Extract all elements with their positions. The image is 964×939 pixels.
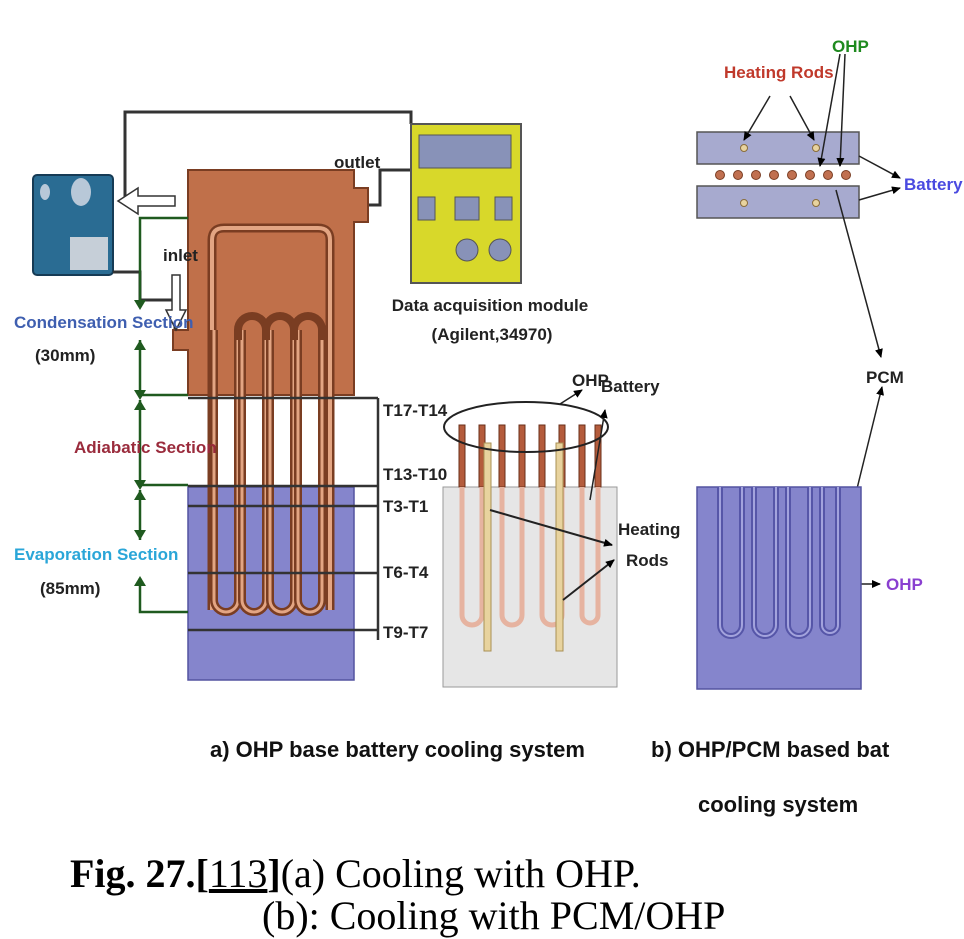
figure-caption-line2: (b): Cooling with PCM/OHP	[262, 892, 725, 939]
caption-a: a) OHP base battery cooling system	[210, 737, 585, 762]
daq-model: (Agilent,34970)	[432, 325, 553, 344]
ohp-dot	[805, 170, 815, 180]
ohp-u-bend-highlight	[268, 330, 296, 614]
heating-rods-label-a2: Rods	[626, 551, 669, 570]
return-flow-arrow	[116, 186, 176, 216]
ref-close: ]	[267, 851, 281, 896]
ohp-dot	[715, 170, 725, 180]
figure-canvas: outlet inlet Data acquisition module (Ag…	[14, 37, 963, 938]
caption-line2-text: (b): Cooling with PCM/OHP	[262, 893, 726, 938]
pcm-ohp-tube-highlight	[719, 487, 743, 637]
ohp-label-b-right: OHP	[886, 575, 923, 594]
thermocouple-lines	[188, 396, 380, 640]
pcm-label: PCM	[866, 368, 904, 387]
water-bath-knob-large	[71, 178, 91, 206]
ohp-tube-top	[518, 424, 526, 488]
ohp-dot	[733, 170, 743, 180]
pcm-ohp-tube-highlight	[787, 487, 811, 637]
ohp-u-bend-highlight	[240, 330, 268, 614]
ohp-tube-top	[498, 424, 506, 488]
battery-label-b: Battery	[904, 175, 963, 194]
condensation-title: Condensation Section	[14, 313, 193, 332]
ohp-pointer-a	[559, 389, 583, 405]
signal-wire	[123, 110, 413, 200]
heating-rod-2	[555, 442, 564, 652]
section-arrowheads	[134, 300, 146, 586]
outlet-label: outlet	[334, 153, 381, 172]
pcm-ohp-tube-highlight	[821, 487, 839, 634]
ohp-u-bend-highlight	[296, 330, 324, 614]
battery-plate-top	[696, 131, 860, 165]
battery-label-a: Battery	[601, 377, 660, 396]
daq-button-1[interactable]	[417, 196, 436, 221]
ohp-dot	[751, 170, 761, 180]
ohp-tube-top	[458, 424, 466, 488]
ref-open: [	[195, 851, 209, 896]
heating-rods-label-a1: Heating	[618, 520, 680, 539]
ohp-ring	[443, 401, 609, 453]
heating-rod-1	[483, 442, 492, 652]
thermocouple-label-4: T6-T4	[383, 563, 429, 582]
pcm-ohp-tube-highlight	[753, 487, 777, 637]
daq-title: Data acquisition module	[392, 296, 588, 315]
thermocouple-label-3: T3-T1	[383, 497, 428, 516]
ohp-dot-row	[715, 170, 851, 180]
ohp-dot	[841, 170, 851, 180]
evaporation-length: (85mm)	[40, 579, 100, 598]
daq-screen	[418, 134, 512, 169]
ohp-tubes-a	[207, 223, 335, 616]
daq-button-2[interactable]	[454, 196, 480, 221]
water-bath-display	[70, 237, 108, 270]
thermocouple-label-5: T9-T7	[383, 623, 428, 642]
ohp-dot	[769, 170, 779, 180]
ohp-tube-top	[538, 424, 546, 488]
heating-pointer-1	[489, 509, 613, 547]
ohp-label-b-top: OHP	[832, 37, 869, 56]
heating-rods-label-b: Heating Rods	[724, 63, 834, 82]
figure-label: Fig. 27.	[70, 851, 196, 896]
battery-block-a	[442, 486, 618, 688]
ohp-label-a: OHP	[572, 371, 609, 390]
adiabatic-title: Adiabatic Section	[74, 438, 217, 457]
caption-b-line2: cooling system	[698, 792, 858, 817]
thermocouple-label-2: T13-T10	[383, 465, 447, 484]
caption-b-line1: b) OHP/PCM based bat	[651, 737, 890, 762]
ohp-u-bend-highlight	[212, 330, 240, 614]
battery-plate-bottom	[696, 185, 860, 219]
ohp-outer-tube-highlight	[210, 226, 332, 610]
pointers-b	[743, 53, 901, 588]
daq-knob-1[interactable]	[455, 238, 479, 262]
evaporation-title: Evaporation Section	[14, 545, 178, 564]
reference-link[interactable]: 113	[208, 851, 268, 896]
daq-button-3[interactable]	[494, 196, 513, 221]
inlet-arrow	[164, 274, 188, 332]
outlet-wire	[368, 168, 411, 207]
ohp-tube-submerged	[499, 487, 525, 628]
ohp-dot	[823, 170, 833, 180]
ohp-tube-top	[578, 424, 586, 488]
caption-line1-text: (a) Cooling with OHP.	[280, 851, 641, 896]
ohp-diagram: outlet inlet Data acquisition module (Ag…	[14, 37, 963, 817]
ohp-tube-submerged	[579, 487, 601, 626]
heating-pointer-2	[562, 559, 615, 601]
daq-knob-2[interactable]	[488, 238, 512, 262]
water-bath-knob-small	[40, 184, 50, 200]
condensation-length: (30mm)	[35, 346, 95, 365]
inlet-label: inlet	[163, 246, 198, 265]
ohp-tubes-b	[717, 487, 841, 639]
battery-pointer-a	[589, 409, 608, 501]
figure-caption-line1: Fig. 27.[113](a) Cooling with OHP.	[70, 850, 641, 897]
thermocouple-label-1: T17-T14	[383, 401, 448, 420]
heating-rod-dots	[740, 144, 820, 207]
ohp-top-bend	[290, 312, 326, 340]
ohp-dot	[787, 170, 797, 180]
ohp-tube-submerged	[459, 487, 485, 628]
